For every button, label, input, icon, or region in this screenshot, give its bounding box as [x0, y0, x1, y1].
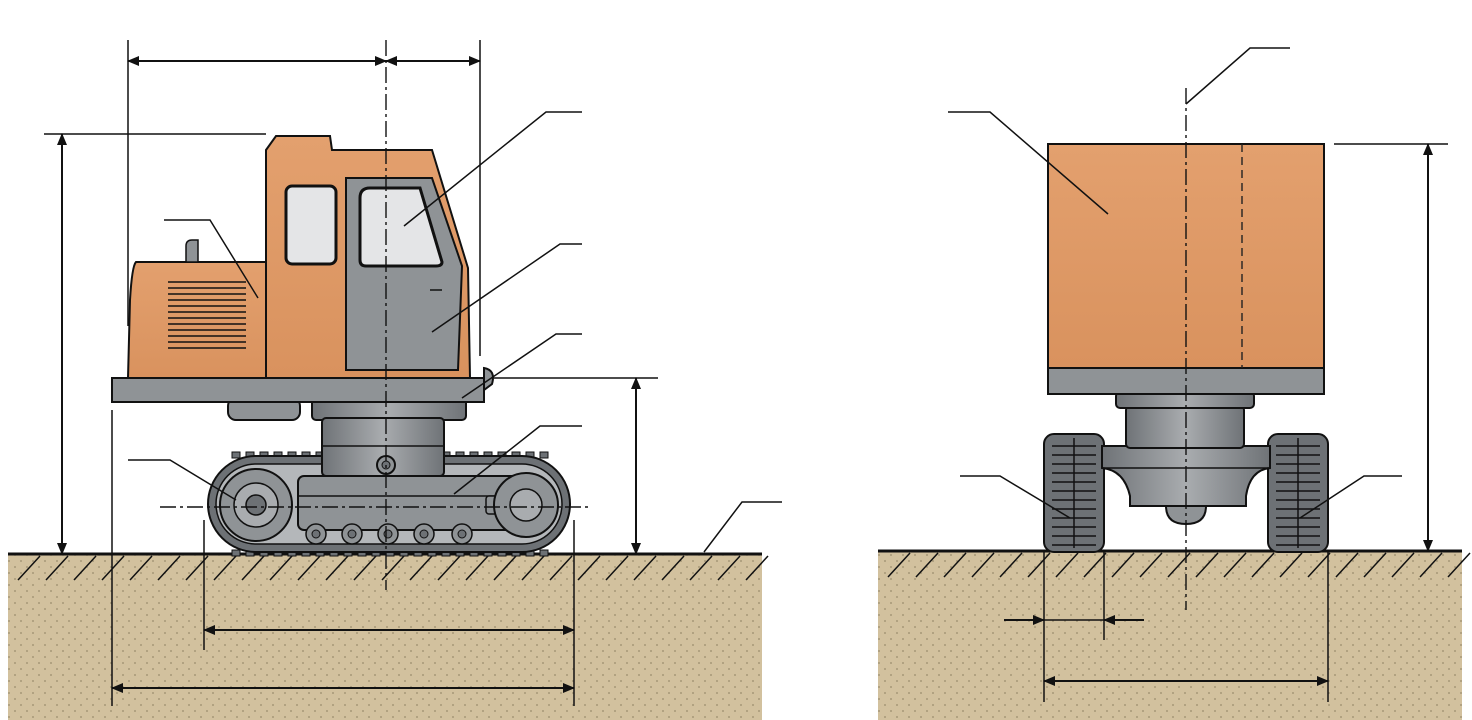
- side-view: [111, 40, 590, 590]
- leader-idler-wheel: [128, 459, 237, 501]
- leader-cab-window: [403, 111, 582, 227]
- leader-cab-door: [431, 243, 582, 333]
- leader-front-centerline: [1185, 47, 1290, 105]
- dimension-lines: [44, 40, 1448, 706]
- upper-deck: [111, 366, 494, 403]
- leader-track-frame: [453, 425, 582, 495]
- leader-upper-deck: [461, 333, 582, 399]
- operator-cab: [265, 135, 472, 379]
- track-roller: [451, 523, 473, 545]
- leader-wheel-right: [1299, 475, 1402, 519]
- slewing-ring: [311, 397, 467, 477]
- ground-left: [8, 552, 769, 720]
- track-roller: [377, 523, 399, 545]
- wheel-right: [1267, 433, 1329, 553]
- engine-hood: [126, 239, 269, 379]
- leader-ground: [703, 501, 782, 553]
- track-roller: [305, 523, 327, 545]
- leader-lines: [128, 47, 1402, 553]
- ground-right: [878, 549, 1471, 720]
- track-roller: [341, 523, 363, 545]
- front-view: [1043, 88, 1329, 610]
- wheel-left: [1043, 433, 1105, 553]
- leader-front-body: [948, 111, 1109, 215]
- leader-engine-hood: [164, 219, 259, 299]
- track-roller: [413, 523, 435, 545]
- crawler-track: [207, 451, 571, 557]
- leader-wheel-left: [960, 475, 1071, 519]
